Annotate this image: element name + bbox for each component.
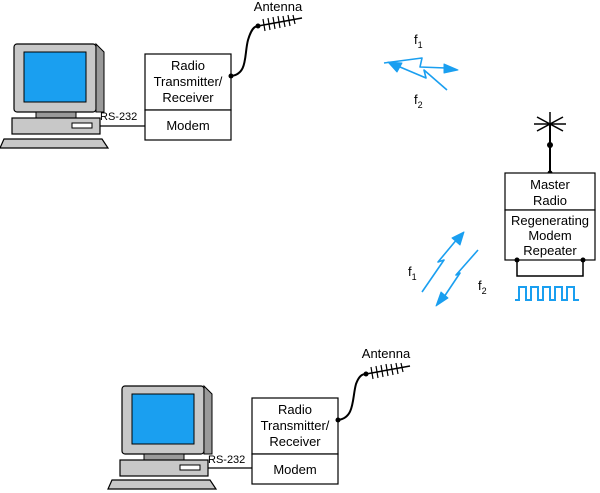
bottom-radio-label-1: Radio — [278, 402, 312, 417]
top-antenna-label: Antenna — [254, 0, 303, 14]
bottom-keyboard — [107, 479, 218, 490]
bottom-rs232-label: RS-232 — [208, 454, 245, 466]
bottom-antenna-feed — [363, 371, 369, 377]
top-keyboard — [0, 138, 110, 149]
lower-f2-label: f2 — [478, 278, 487, 296]
master-antenna-joint — [547, 142, 553, 148]
top-radio-label-3: Receiver — [162, 90, 214, 105]
master-loopback-dot-right — [580, 257, 586, 263]
bottom-computer-icon — [107, 384, 218, 490]
upper-f2-label: f2 — [414, 92, 423, 110]
top-radio-unit: Radio Transmitter/ Receiver Modem — [144, 53, 232, 141]
top-monitor-screen — [23, 51, 87, 103]
upper-signal-f2-arrow — [387, 61, 403, 73]
top-antenna-elements — [262, 14, 296, 32]
bottom-modem-box — [251, 453, 339, 485]
top-drive-slot — [71, 122, 93, 129]
master-loopback-line — [516, 260, 584, 277]
master-radio-label-2: Radio — [533, 193, 567, 208]
square-wave-signal — [515, 286, 579, 301]
bottom-antenna-boom — [365, 365, 411, 375]
bottom-antenna-label: Antenna — [362, 346, 411, 361]
bottom-antenna-icon — [335, 362, 411, 423]
upper-f1-label: f1 — [414, 32, 423, 50]
upper-signal-bolts — [383, 57, 459, 91]
master-radio-box — [504, 172, 596, 211]
upper-signal-f1-arrow — [443, 63, 459, 74]
top-monitor-side — [95, 42, 105, 113]
upper-signal-f2-bolt — [399, 66, 448, 91]
bottom-modem-label: Modem — [273, 462, 316, 477]
bottom-radio-unit: Radio Transmitter/ Receiver Modem — [251, 397, 339, 485]
bottom-drive-slot — [179, 464, 201, 471]
master-repeater-box — [504, 209, 596, 261]
master-loopback — [514, 257, 586, 277]
top-radio-label-2: Transmitter/ — [154, 74, 223, 89]
lower-signal-bolts — [421, 231, 479, 307]
bottom-monitor-screen — [131, 393, 195, 445]
lower-signal-f1-arrow — [451, 231, 465, 246]
top-antenna-cable — [230, 25, 259, 77]
bottom-antenna-cable — [337, 373, 367, 421]
top-antenna-feed — [255, 23, 261, 29]
master-radio-label-1: Master — [530, 177, 570, 192]
top-computer-icon — [0, 42, 110, 149]
top-rs232-label: RS-232 — [100, 111, 137, 123]
lower-f1-label: f1 — [408, 264, 417, 282]
master-loopback-dot-left — [514, 257, 520, 263]
master-repeater-label-3: Repeater — [523, 243, 577, 258]
top-radio-label-1: Radio — [171, 58, 205, 73]
master-radio-unit: Master Radio Regenerating Modem Repeater — [504, 172, 596, 261]
bottom-radio-label-3: Receiver — [269, 434, 321, 449]
lower-signal-f2-bolt — [441, 249, 479, 301]
master-antenna-icon — [534, 112, 566, 173]
lower-signal-f1-bolt — [421, 237, 459, 293]
lower-signal-f2-arrow — [435, 291, 449, 307]
top-antenna-icon — [228, 14, 303, 79]
upper-signal-f1-bolt — [383, 57, 447, 69]
bottom-antenna-elements — [370, 362, 404, 380]
bottom-radio-box — [251, 397, 339, 455]
top-modem-label: Modem — [166, 118, 209, 133]
bottom-radio-label-2: Transmitter/ — [261, 418, 330, 433]
master-repeater-label-2: Modem — [528, 228, 571, 243]
bottom-monitor-stand — [143, 453, 185, 461]
bottom-monitor-side — [203, 384, 213, 455]
master-repeater-label-1: Regenerating — [511, 213, 589, 228]
top-monitor-stand — [35, 111, 77, 119]
top-antenna-boom — [257, 17, 303, 27]
top-modem-box — [144, 109, 232, 141]
